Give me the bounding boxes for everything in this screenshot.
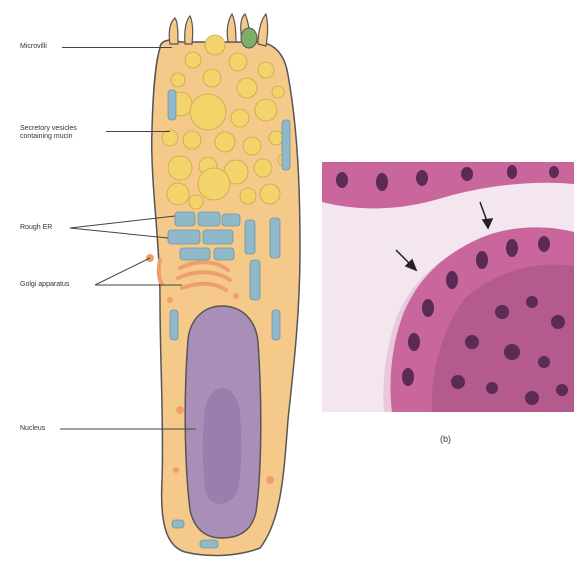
panel-label-b: (b) — [440, 434, 451, 444]
label-rough-er: Rough ER — [20, 224, 52, 232]
label-microvilli: Microvilli — [20, 43, 47, 51]
label-golgi: Golgi apparatus — [20, 281, 69, 289]
label-nucleus: Nucleus — [20, 425, 45, 433]
label-secretory-vesicles: Secretory vesicles containing mucin — [20, 125, 104, 141]
micrograph — [322, 162, 574, 412]
micrograph-image — [322, 162, 574, 412]
